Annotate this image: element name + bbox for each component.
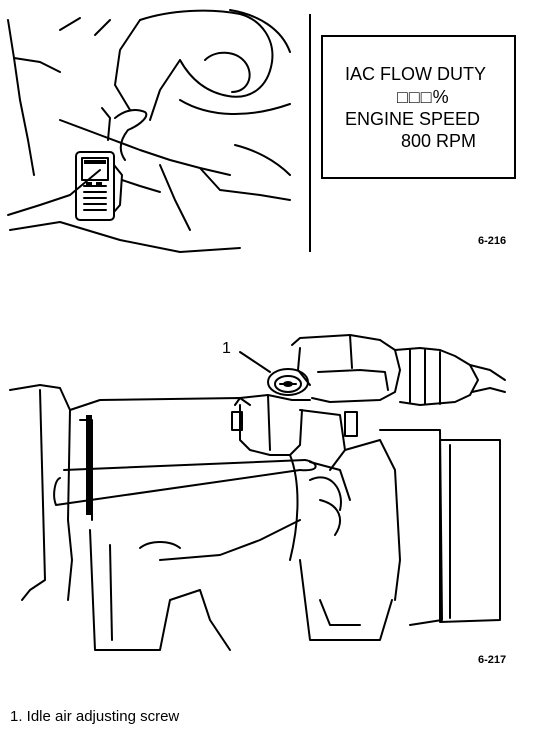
figure-number-bottom: 6-217 <box>478 654 507 666</box>
display-line-engine-speed: ENGINE SPEED <box>345 109 481 129</box>
display-line-duty-value: □□□% <box>397 87 450 107</box>
callout-number: 1 <box>222 340 231 357</box>
figure-number-top: 6-216 <box>478 235 507 247</box>
display-line-rpm-value: 800 RPM <box>401 131 477 151</box>
display-line-iac-flow-duty: IAC FLOW DUTY <box>345 64 487 84</box>
figure-caption: 1. Idle air adjusting screw <box>10 708 180 725</box>
display-box <box>321 35 516 179</box>
